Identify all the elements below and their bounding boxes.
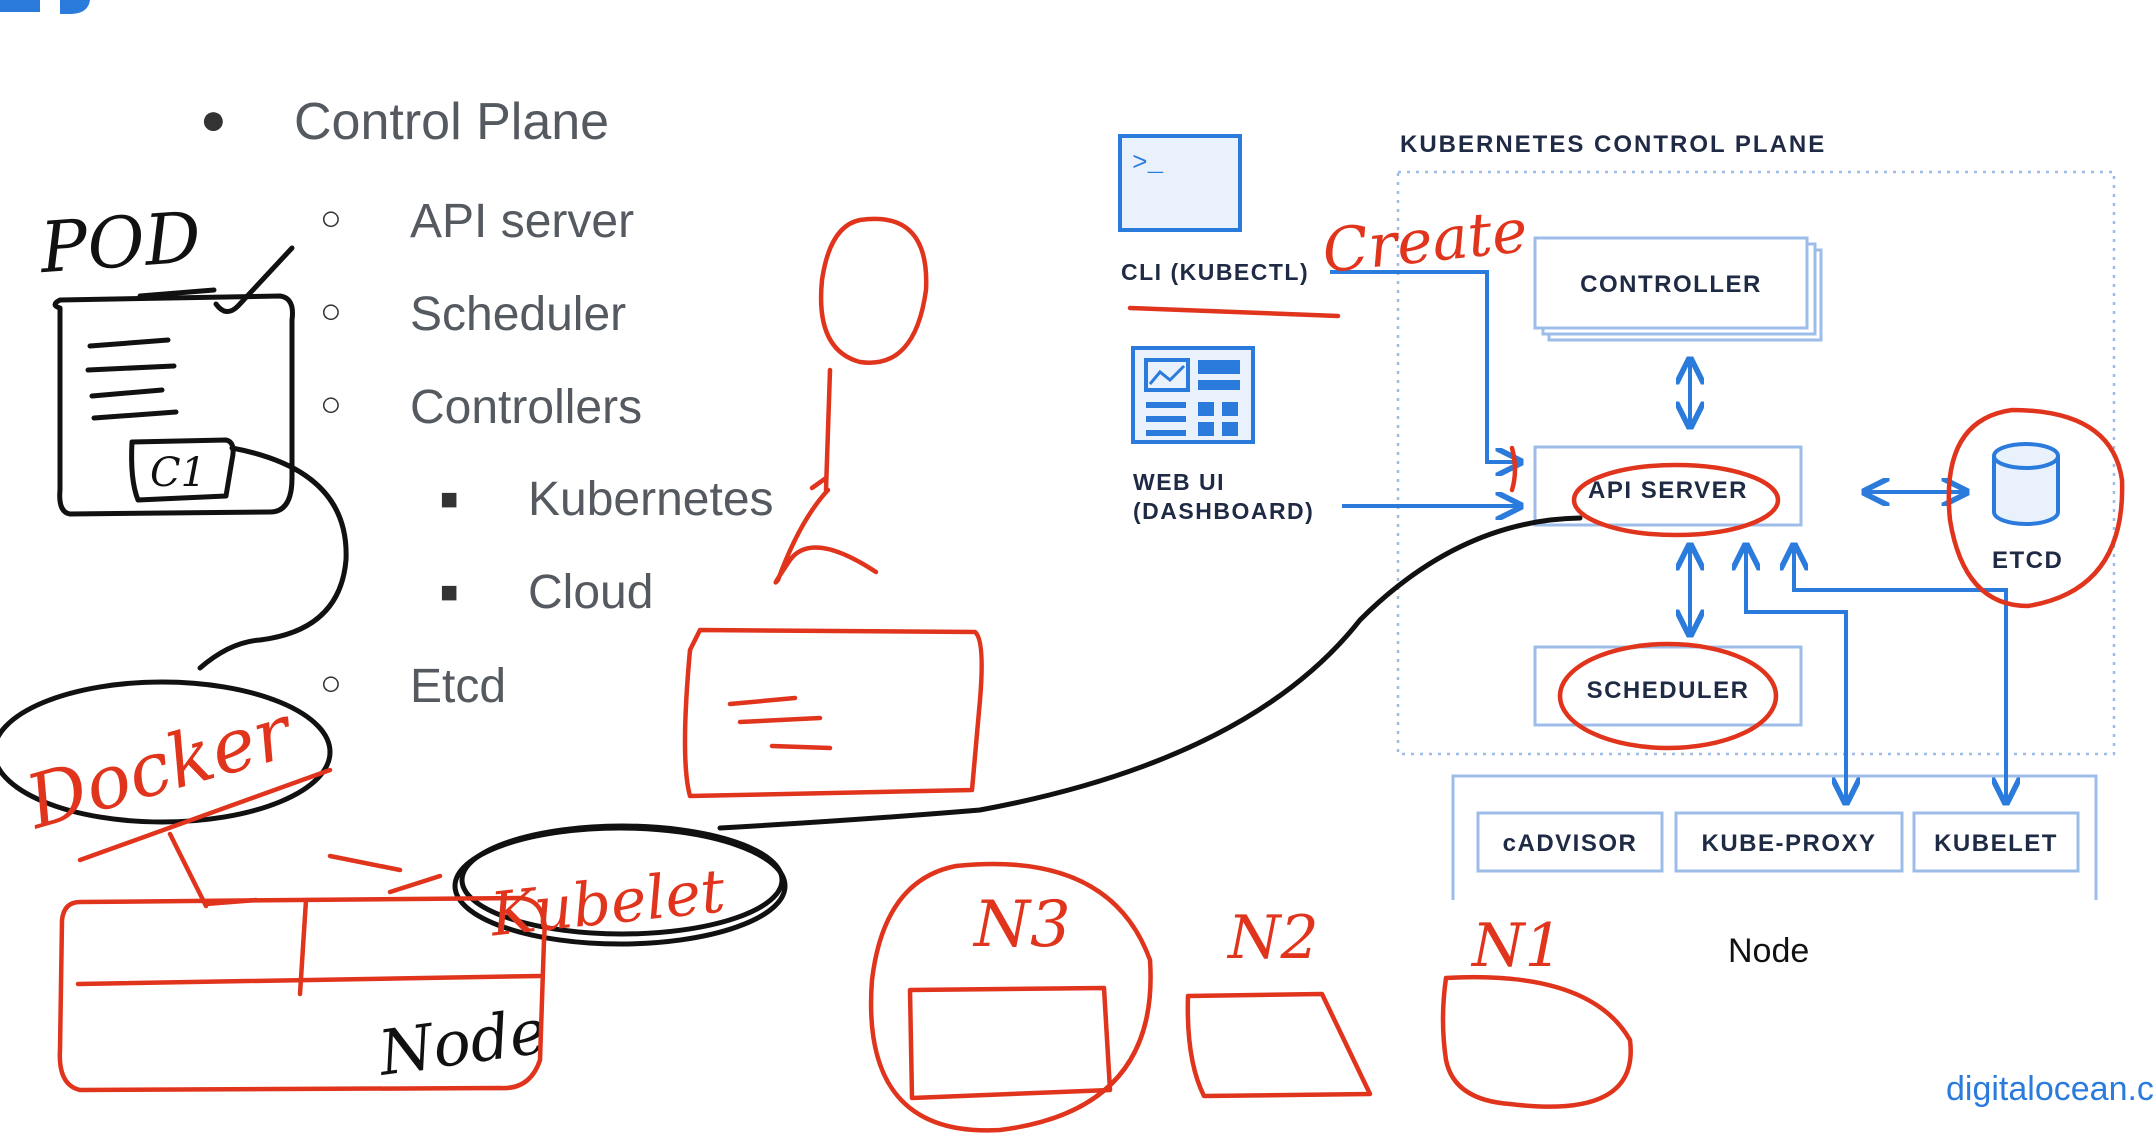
pod-to-docker-curve bbox=[197, 445, 349, 671]
pod-box bbox=[52, 293, 295, 517]
cadvisor-box bbox=[1476, 811, 1664, 873]
bullet-circle-icon: ○ bbox=[320, 290, 342, 331]
node-label: Node bbox=[1728, 932, 1810, 970]
dashboard-icon bbox=[1131, 346, 1255, 444]
logo-fragment bbox=[0, 0, 90, 14]
controller-box bbox=[1533, 236, 1809, 330]
controller-label: CONTROLLER bbox=[1580, 271, 1762, 298]
outline-item-etcd: Etcd bbox=[410, 660, 507, 713]
bullet-disc-icon: ● bbox=[200, 95, 227, 144]
outline-subitem-kubernetes: Kubernetes bbox=[528, 473, 774, 526]
bullet-circle-icon: ○ bbox=[320, 662, 342, 703]
bullet-circle-icon: ○ bbox=[320, 383, 342, 424]
n2-node-shape bbox=[1185, 991, 1373, 1099]
scheduler-label: SCHEDULER bbox=[1587, 677, 1750, 704]
api-server-label: API SERVER bbox=[1588, 477, 1748, 504]
handwritten-pod: POD bbox=[36, 196, 204, 289]
handwritten-c1: C1 bbox=[150, 450, 206, 496]
outline-item-scheduler: Scheduler bbox=[410, 288, 627, 341]
outline-item-api-server: API server bbox=[410, 195, 635, 248]
handwritten-n3: N3 bbox=[972, 888, 1071, 962]
api-server-ellipse bbox=[1571, 462, 1781, 538]
n1-node-shape bbox=[1440, 975, 1633, 1109]
handwritten-kubelet: Kubelet bbox=[486, 856, 729, 950]
handwritten-n2: N2 bbox=[1226, 903, 1319, 973]
terminal-icon: >_ bbox=[1118, 134, 1242, 232]
database-cylinder-icon bbox=[1992, 442, 2060, 526]
svg-text:>_: >_ bbox=[1132, 148, 1164, 178]
cadvisor-label: cADVISOR bbox=[1503, 830, 1638, 857]
scheduler-ellipse bbox=[1557, 641, 1779, 751]
cli-label: CLI (KUBECTL) bbox=[1121, 259, 1309, 285]
outline-level1-label: Control Plane bbox=[294, 93, 610, 151]
etcd-ellipse bbox=[1946, 407, 2125, 609]
n3-node-ellipse bbox=[868, 861, 1153, 1133]
container-c1-box bbox=[129, 437, 236, 503]
outline-subitem-cloud: Cloud bbox=[528, 566, 654, 619]
kubelet-label: KUBELET bbox=[1934, 830, 2058, 857]
brand-url: digitalocean.c bbox=[1946, 1070, 2154, 1108]
web-ui-label: WEB UI bbox=[1133, 469, 1225, 495]
kubelet-to-api-curve bbox=[717, 515, 1583, 831]
handwritten-docker: Docker bbox=[16, 688, 305, 847]
host-node-box bbox=[57, 895, 547, 1093]
docker-ellipse bbox=[0, 679, 333, 825]
handwritten-n1: N1 bbox=[1470, 911, 1563, 981]
kube-proxy-label: KUBE-PROXY bbox=[1701, 830, 1876, 857]
bullet-circle-icon: ○ bbox=[320, 197, 342, 238]
diagram-connectors bbox=[1330, 270, 2006, 800]
control-plane-title: KUBERNETES CONTROL PLANE bbox=[1400, 131, 1826, 158]
monitor-box bbox=[682, 627, 984, 799]
outline-item-controllers: Controllers bbox=[410, 381, 643, 434]
web-ui-sublabel: (DASHBOARD) bbox=[1133, 498, 1314, 524]
kubelet-box bbox=[1912, 811, 2080, 873]
kube-proxy-box bbox=[1674, 811, 1904, 873]
handwritten-create: Create bbox=[1319, 196, 1531, 287]
bullet-square-icon: ■ bbox=[440, 576, 459, 609]
bullet-square-icon: ■ bbox=[440, 483, 459, 516]
stick-figure-head bbox=[818, 216, 929, 365]
